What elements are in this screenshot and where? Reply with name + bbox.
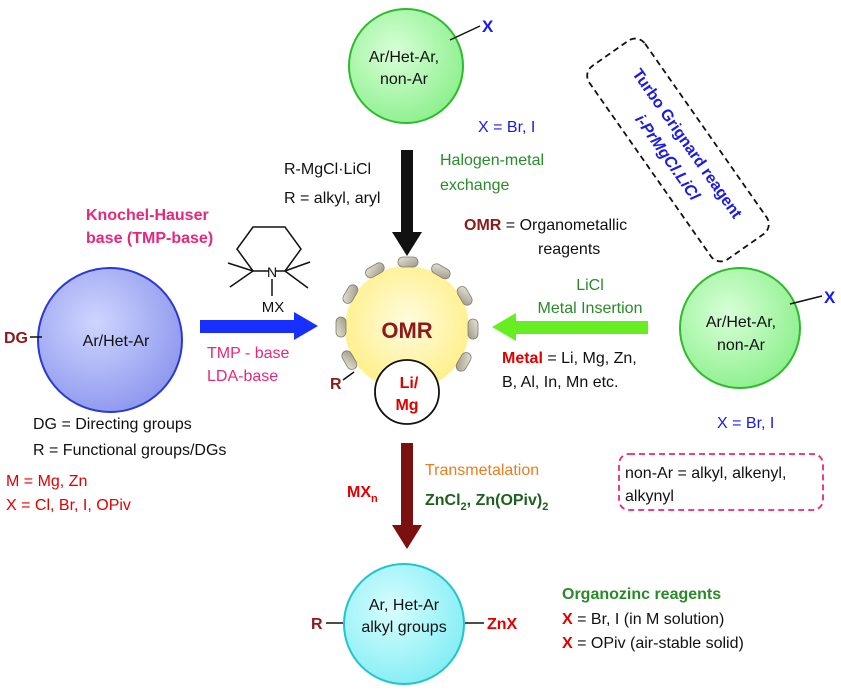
omr-def-line2: reagents xyxy=(538,241,600,258)
tmp-mx-label: MX xyxy=(262,299,285,316)
svg-text:X = Br, I (in M solution): X = Br, I (in M solution) xyxy=(562,611,724,628)
metal-circle xyxy=(374,359,440,425)
organozinc-x2: X xyxy=(562,635,573,652)
product-znx-label: ZnX xyxy=(487,616,518,633)
legend-x: X = Cl, Br, I, OPiv xyxy=(6,497,131,514)
left-reagent-label: Ar/Het-Ar xyxy=(83,333,150,350)
omr-def-abbr: OMR xyxy=(464,217,502,234)
tmp-n-label: N xyxy=(267,264,277,280)
right-reagent-label-1: Ar/Het-Ar, xyxy=(706,314,776,331)
right-reagent-circle xyxy=(679,267,801,389)
exchange-reagent-1: R-MgCl·LiCl xyxy=(284,161,371,178)
non-ar-line2: alkynyl xyxy=(625,488,674,505)
product-label-1: Ar, Het-Ar xyxy=(369,597,440,614)
legend-r: R = Functional groups/DGs xyxy=(33,442,226,459)
product-circle xyxy=(343,563,465,685)
metal-insertion-group: LiCl Metal Insertion Metal = Li, Mg, Zn,… xyxy=(492,277,648,391)
omr-center-group: OMR Li/ Mg R xyxy=(330,256,479,425)
center-r-label: R xyxy=(330,376,342,393)
transmetalation-group: Transmetalation MXn ZnCl2, Zn(OPiv)2 xyxy=(347,443,548,549)
right-reagent-group: Ar/Het-Ar, non-Ar X X = Br, I xyxy=(679,267,836,432)
dg-label: DG xyxy=(4,330,28,347)
omr-def-rest: = Organometallic xyxy=(501,217,627,234)
top-reagent-x-eq: X = Br, I xyxy=(478,119,535,136)
organozinc-title: Organozinc reagents xyxy=(562,586,721,603)
exchange-label-2: exchange xyxy=(440,177,509,194)
zncl-sub: 2 xyxy=(461,501,467,513)
metal-label-2: Mg xyxy=(395,397,418,414)
metal-word: Metal xyxy=(502,350,543,367)
insertion-arrow xyxy=(492,313,648,341)
product-group: Ar, Het-Ar alkyl groups R ZnX xyxy=(311,563,518,685)
left-base-2: LDA-base xyxy=(207,368,278,385)
left-reagent-group: Ar/Het-Ar DG TMP - base LDA-base xyxy=(4,267,318,413)
transmetalation-label: Transmetalation xyxy=(425,462,539,479)
non-ar-line1: non-Ar = alkyl, alkenyl, xyxy=(625,465,786,482)
right-reagent-x: X xyxy=(824,288,836,307)
zncl-base: ZnCl xyxy=(425,492,461,509)
exchange-arrow xyxy=(392,150,422,256)
knochel-label-2: base (TMP-base) xyxy=(86,230,213,247)
znopiv-base: , Zn(OPiv) xyxy=(467,492,543,509)
top-reagent-x: X xyxy=(482,17,494,36)
halogen-exchange-group: R-MgCl·LiCl R = alkyl, aryl Halogen-meta… xyxy=(284,150,544,256)
metal-label-1: Li/ xyxy=(400,375,419,392)
mx-sub: n xyxy=(371,493,378,505)
insertion-label-1: LiCl xyxy=(576,277,604,294)
transmetalation-arrow xyxy=(392,443,422,549)
omr-segments xyxy=(335,256,479,372)
right-reagent-label-2: non-Ar xyxy=(717,337,766,354)
svg-text:X = OPiv (air-stable solid): X = OPiv (air-stable solid) xyxy=(562,635,744,652)
left-legend: DG = Directing groups R = Functional gro… xyxy=(6,416,226,514)
svg-text:OMR = Organometallic: OMR = Organometallic xyxy=(464,217,627,234)
right-reagent-bond xyxy=(789,295,823,305)
metal-rest: = Li, Mg, Zn, xyxy=(543,350,637,367)
organozinc-line2: = OPiv (air-stable solid) xyxy=(573,635,744,652)
svg-text:ZnCl2, Zn(OPiv)2: ZnCl2, Zn(OPiv)2 xyxy=(425,492,548,513)
legend-m: M = Mg, Zn xyxy=(6,473,87,490)
znopiv-sub: 2 xyxy=(542,501,548,513)
knochel-hauser-group: Knochel-Hauser base (TMP-base) N MX xyxy=(86,207,311,316)
svg-text:MXn: MXn xyxy=(347,484,378,505)
tmp-structure xyxy=(227,226,311,296)
top-reagent-label-2: non-Ar xyxy=(380,71,429,88)
left-arrow xyxy=(200,312,318,340)
left-reagent-circle xyxy=(37,267,183,413)
insertion-label-2: Metal Insertion xyxy=(538,300,643,317)
product-r-label: R xyxy=(311,616,323,633)
product-label-2: alkyl groups xyxy=(361,619,446,636)
top-reagent-circle xyxy=(348,8,464,124)
top-reagent-bond xyxy=(449,25,481,41)
mx-base: MX xyxy=(347,484,371,501)
top-reagent-group: Ar/Het-Ar, non-Ar X X = Br, I xyxy=(348,8,535,136)
knochel-label-1: Knochel-Hauser xyxy=(86,207,209,224)
omr-glow xyxy=(345,266,469,390)
organozinc-x1: X xyxy=(562,611,573,628)
top-reagent-label-1: Ar/Het-Ar, xyxy=(369,49,439,66)
svg-text:Metal = Li, Mg, Zn,: Metal = Li, Mg, Zn, xyxy=(502,350,637,367)
center-r-bond xyxy=(342,371,355,381)
left-base-1: TMP - base xyxy=(207,345,290,362)
right-reagent-x-eq: X = Br, I xyxy=(717,415,774,432)
exchange-label-1: Halogen-metal xyxy=(440,152,544,169)
non-ar-box: non-Ar = alkyl, alkenyl, alkynyl xyxy=(618,453,824,511)
non-ar-box-border xyxy=(618,453,824,511)
organozinc-legend: Organozinc reagents X = Br, I (in M solu… xyxy=(562,586,744,652)
metal-line2: B, Al, In, Mn etc. xyxy=(502,374,619,391)
exchange-reagent-2: R = alkyl, aryl xyxy=(284,190,380,207)
omr-definition: OMR = Organometallic reagents xyxy=(464,217,627,258)
organozinc-line1: = Br, I (in M solution) xyxy=(573,611,725,628)
omr-center-label: OMR xyxy=(381,318,432,343)
legend-dg: DG = Directing groups xyxy=(33,416,192,433)
